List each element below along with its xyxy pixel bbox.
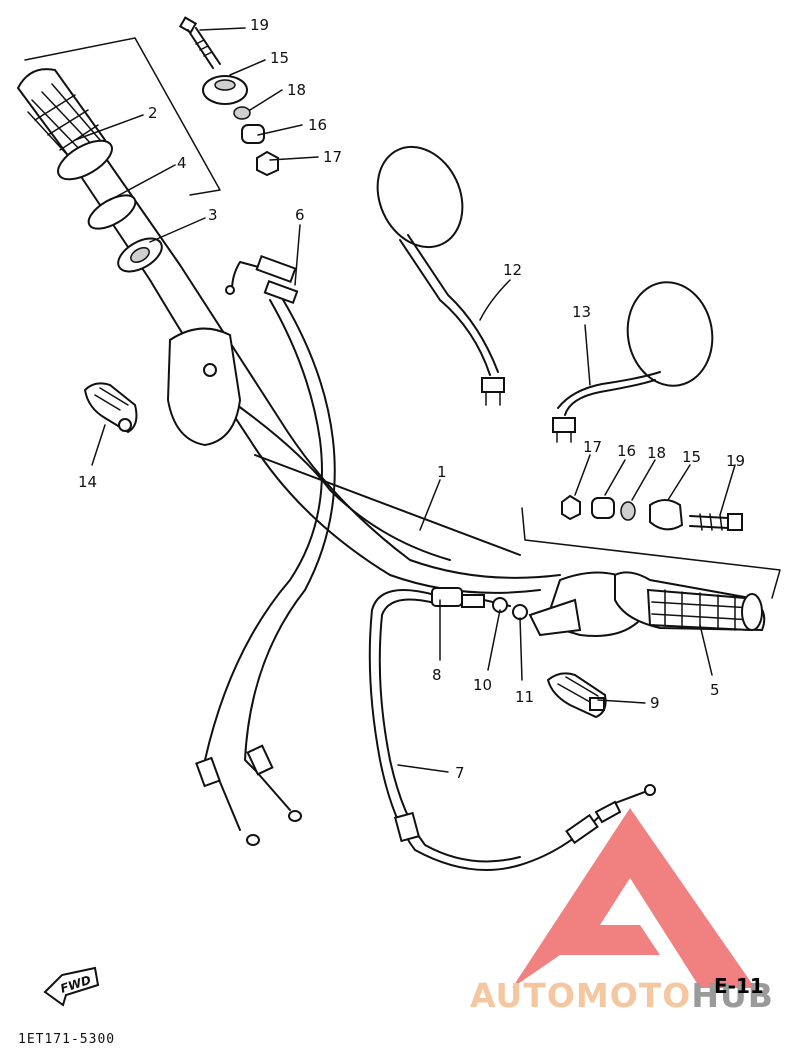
right-grip: [614, 571, 766, 632]
callout-12: 12: [503, 261, 522, 279]
bar-end-weight-right: [649, 499, 684, 531]
watermark-triangle-icon: [512, 808, 755, 988]
fwd-arrow: FWD: [43, 966, 100, 1007]
grip-holder: [117, 237, 163, 273]
callout-16-top: 16: [308, 116, 327, 134]
callout-17-top: 17: [323, 148, 342, 166]
left-grip-parts: [16, 37, 221, 273]
callout-4: 4: [177, 154, 187, 172]
callout-1: 1: [437, 463, 447, 481]
watermark-logo: [512, 808, 755, 988]
nut-18-top: [233, 106, 251, 120]
callout-18-top: 18: [287, 81, 306, 99]
callout-11: 11: [515, 688, 534, 706]
doc-code: 1ET171-5300: [18, 1032, 115, 1047]
nut-17-top: [256, 150, 279, 177]
callout-18-right: 18: [647, 444, 666, 462]
callout-labels: 19 15 18 16 17 2 4 3 6 12 13 14 1 17 16 …: [78, 16, 745, 782]
callout-9: 9: [650, 694, 660, 712]
mirror-left: [376, 145, 505, 406]
watermark-part-b: HUB: [691, 976, 774, 1015]
leader-lines: [74, 27, 736, 773]
left-lever-holder: [83, 382, 138, 434]
bolt-19-right: [689, 513, 743, 531]
watermark-text-auto: AUTOMOTOHUB: [470, 976, 774, 1015]
nut-18-right: [620, 501, 636, 521]
callout-14: 14: [78, 473, 97, 491]
callout-8: 8: [432, 666, 442, 684]
callout-19-top: 19: [250, 16, 269, 34]
handlebar-assembly: [69, 149, 642, 637]
callout-2: 2: [148, 104, 158, 122]
nut-17-right: [561, 494, 581, 521]
mirror-right: [552, 281, 714, 443]
right-bar-end-parts: [521, 494, 781, 599]
top-bar-end-parts: [178, 16, 279, 177]
callout-17-right: 17: [583, 438, 602, 456]
watermark-part-a: AUTOMOTO: [470, 976, 691, 1015]
clutch-cable: [368, 589, 656, 871]
left-collar: [87, 194, 137, 230]
callout-15-right: 15: [682, 448, 701, 466]
right-lever-holder: [546, 672, 607, 719]
callout-13: 13: [572, 303, 591, 321]
left-switch-housing: [166, 327, 242, 447]
bolt-19-top: [178, 16, 221, 69]
callout-15-top: 15: [270, 49, 289, 67]
callout-3: 3: [208, 206, 218, 224]
collar-16-right: [591, 497, 615, 519]
fwd-arrow-icon: [43, 966, 100, 1007]
cable-adjusters: [431, 587, 528, 620]
callout-5: 5: [710, 681, 720, 699]
callout-16-right: 16: [617, 442, 636, 460]
page-code: E-11: [714, 974, 764, 998]
throttle-cables: [195, 254, 336, 846]
callout-7: 7: [455, 764, 465, 782]
callout-19-right: 19: [726, 452, 745, 470]
callout-10: 10: [473, 676, 492, 694]
callout-6: 6: [295, 206, 305, 224]
